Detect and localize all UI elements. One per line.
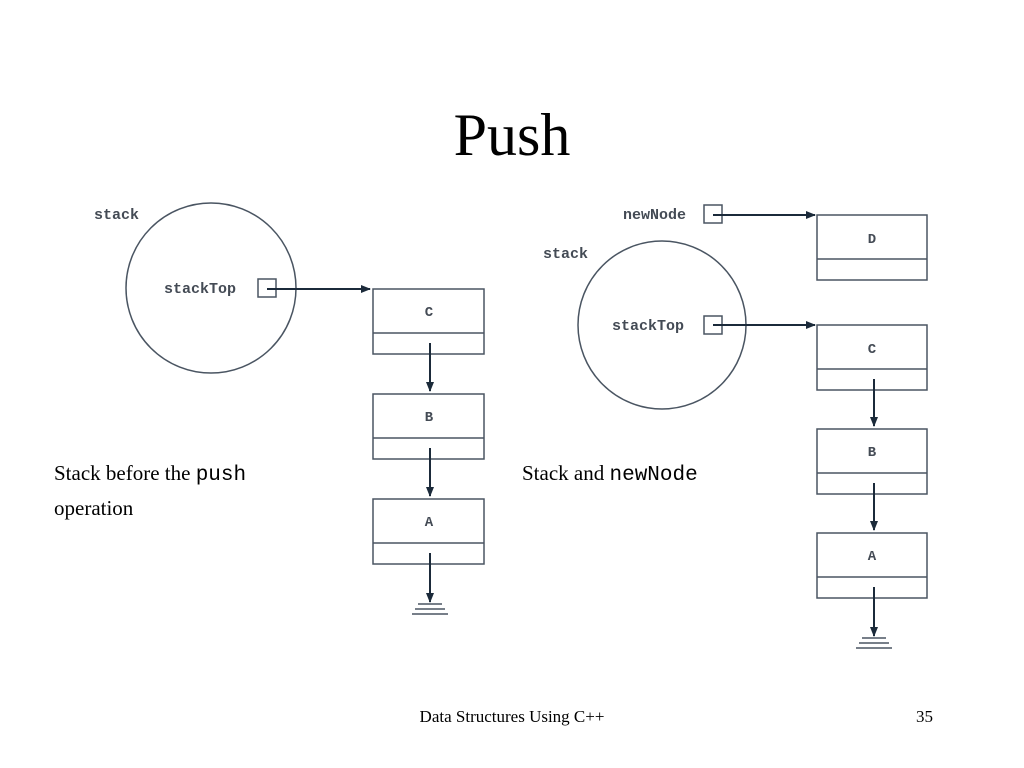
left-node-c-label: C xyxy=(425,305,434,321)
slide-page-number: 35 xyxy=(916,707,933,726)
left-caption-text: Stack before the xyxy=(54,461,196,485)
left-stack-label: stack xyxy=(94,207,139,224)
right-null-ground-icon xyxy=(856,637,892,649)
right-caption: Stack and newNode xyxy=(522,457,698,492)
left-node-b-label: B xyxy=(425,410,434,426)
right-node-b-label: B xyxy=(868,445,877,461)
right-node-a: A xyxy=(816,532,928,599)
right-node-c: C xyxy=(816,324,928,391)
right-node-d-label: D xyxy=(868,232,876,248)
right-node-d: D xyxy=(816,214,928,281)
left-stacktop-label: stackTop xyxy=(164,281,236,298)
left-figure: stack stackTop C B A xyxy=(94,202,485,615)
right-caption-code: newNode xyxy=(609,464,698,487)
right-node-a-label: A xyxy=(868,549,877,565)
right-node-c-label: C xyxy=(868,342,877,358)
right-newnode-label: newNode xyxy=(623,207,686,224)
left-null-ground-icon xyxy=(412,603,448,615)
left-node-a-label: A xyxy=(425,515,434,531)
left-caption-code: push xyxy=(195,464,247,487)
right-node-b: B xyxy=(816,428,928,495)
left-node-c: C xyxy=(372,288,485,355)
right-caption-text: Stack and xyxy=(522,461,610,485)
left-caption-line2: operation xyxy=(54,496,134,520)
right-stacktop-label: stackTop xyxy=(612,318,684,335)
left-caption: Stack before the push operation xyxy=(54,457,246,524)
slide-footer: Data Structures Using C++ xyxy=(419,707,605,726)
right-stack-label: stack xyxy=(543,246,588,263)
slide-title: Push xyxy=(453,102,571,168)
left-node-b: B xyxy=(372,393,485,460)
left-node-a: A xyxy=(372,498,485,565)
right-figure: newNode D stack stackTop C B A xyxy=(543,204,928,649)
